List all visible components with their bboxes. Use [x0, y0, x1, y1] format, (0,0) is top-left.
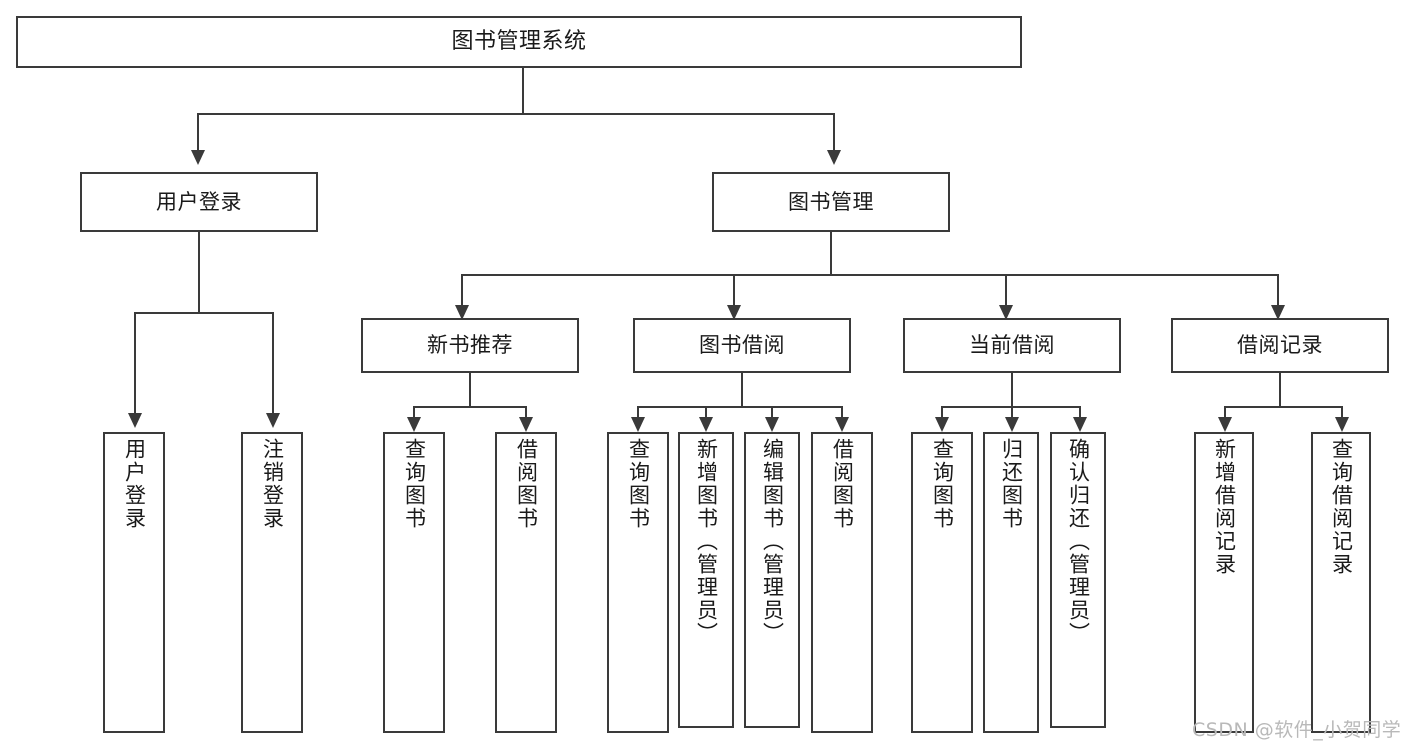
connector-book-manage-stem [830, 232, 832, 275]
node-label: 用户登录 [156, 189, 242, 214]
arrowhead-bb-leaf-1 [631, 417, 645, 432]
node-label: 图书借阅 [699, 333, 785, 358]
leaf-nbr-query-book[interactable]: 查询图书 [383, 432, 445, 733]
node-label: 当前借阅 [969, 333, 1055, 358]
connector-br-to-leaf-1 [1224, 406, 1226, 420]
arrowhead-user-login-leaf-1 [128, 413, 142, 428]
connector-user-login-to-leaf-1 [134, 312, 136, 416]
arrowhead-bb-leaf-3 [765, 417, 779, 432]
connector-bb-to-leaf-4 [841, 406, 843, 420]
node-label: 新书推荐 [427, 333, 513, 358]
node-book-borrow[interactable]: 图书借阅 [633, 318, 851, 373]
connector-root-bus [197, 113, 834, 115]
arrowhead-cb-leaf-1 [935, 417, 949, 432]
connector-br-bus [1224, 406, 1341, 408]
connector-cb-to-leaf-3 [1079, 406, 1081, 420]
arrowhead-to-user-login [191, 150, 205, 165]
node-label: 确认归还（管理员） [1066, 438, 1091, 645]
arrowhead-user-login-leaf-2 [266, 413, 280, 428]
connector-bb-to-leaf-3 [771, 406, 773, 420]
node-label: 查询图书 [930, 438, 955, 530]
node-label: 图书管理系统 [451, 29, 587, 55]
leaf-bb-edit-book-admin[interactable]: 编辑图书（管理员） [744, 432, 800, 728]
leaf-cb-query-book[interactable]: 查询图书 [911, 432, 973, 733]
node-label: 注销登录 [260, 438, 285, 530]
connector-bb-to-leaf-2 [705, 406, 707, 420]
arrowhead-cb-leaf-2 [1005, 417, 1019, 432]
connector-book-manage-bus [461, 274, 1279, 276]
connector-bb-to-leaf-1 [637, 406, 639, 420]
connector-bb-bus [637, 406, 843, 408]
node-borrow-record[interactable]: 借阅记录 [1171, 318, 1389, 373]
connector-to-borrow-record [1277, 274, 1279, 308]
connector-root-to-book-manage [833, 113, 835, 153]
node-label: 编辑图书（管理员） [760, 438, 785, 645]
node-new-book-recommend[interactable]: 新书推荐 [361, 318, 579, 373]
connector-root-stem [522, 68, 524, 114]
arrowhead-bb-leaf-2 [699, 417, 713, 432]
node-label: 查询图书 [626, 438, 651, 530]
connector-nbr-stem [469, 373, 471, 407]
leaf-bb-add-book-admin[interactable]: 新增图书（管理员） [678, 432, 734, 728]
node-label: 图书管理 [788, 189, 874, 214]
arrowhead-nbr-leaf-2 [519, 417, 533, 432]
node-label: 借阅记录 [1237, 333, 1323, 358]
arrowhead-nbr-leaf-1 [407, 417, 421, 432]
connector-root-to-user-login [197, 113, 199, 153]
connector-to-new-book-recommend [461, 274, 463, 308]
connector-nbr-to-leaf-2 [525, 406, 527, 420]
connector-bb-stem [741, 373, 743, 407]
node-root-system[interactable]: 图书管理系统 [16, 16, 1022, 68]
connector-br-stem [1279, 373, 1281, 407]
node-label: 新增借阅记录 [1212, 438, 1237, 576]
leaf-logout[interactable]: 注销登录 [241, 432, 303, 733]
node-user-login[interactable]: 用户登录 [80, 172, 318, 232]
connector-cb-to-leaf-2 [1011, 406, 1013, 420]
arrowhead-bb-leaf-4 [835, 417, 849, 432]
arrowhead-cb-leaf-3 [1073, 417, 1087, 432]
leaf-cb-confirm-return-admin[interactable]: 确认归还（管理员） [1050, 432, 1106, 728]
arrowhead-new-book-recommend [455, 305, 469, 320]
arrowhead-br-leaf-1 [1218, 417, 1232, 432]
connector-nbr-to-leaf-1 [413, 406, 415, 420]
arrowhead-br-leaf-2 [1335, 417, 1349, 432]
node-book-management[interactable]: 图书管理 [712, 172, 950, 232]
node-label: 借阅图书 [830, 438, 855, 530]
arrowhead-to-book-manage [827, 150, 841, 165]
leaf-bb-borrow-book[interactable]: 借阅图书 [811, 432, 873, 733]
leaf-bb-query-book[interactable]: 查询图书 [607, 432, 669, 733]
node-label: 新增图书（管理员） [694, 438, 719, 645]
leaf-user-login[interactable]: 用户登录 [103, 432, 165, 733]
node-label: 归还图书 [999, 438, 1024, 530]
node-label: 用户登录 [122, 438, 147, 530]
watermark-text: CSDN @软件_小贺同学 [1192, 719, 1402, 741]
connector-user-login-bus [134, 312, 274, 314]
connector-to-book-borrow [733, 274, 735, 308]
node-label: 查询图书 [402, 438, 427, 530]
node-label: 借阅图书 [514, 438, 539, 530]
leaf-cb-return-book[interactable]: 归还图书 [983, 432, 1039, 733]
connector-cb-to-leaf-1 [941, 406, 943, 420]
connector-br-to-leaf-2 [1341, 406, 1343, 420]
arrowhead-current-borrow [999, 305, 1013, 320]
connector-to-current-borrow [1005, 274, 1007, 308]
connector-cb-stem [1011, 373, 1013, 407]
leaf-br-add-record[interactable]: 新增借阅记录 [1194, 432, 1254, 733]
connector-user-login-to-leaf-2 [272, 312, 274, 416]
node-label: 查询借阅记录 [1329, 438, 1354, 576]
connector-nbr-bus [413, 406, 527, 408]
arrowhead-borrow-record [1271, 305, 1285, 320]
arrowhead-book-borrow [727, 305, 741, 320]
node-current-borrow[interactable]: 当前借阅 [903, 318, 1121, 373]
connector-user-login-stem [198, 232, 200, 313]
leaf-br-query-record[interactable]: 查询借阅记录 [1311, 432, 1371, 733]
leaf-nbr-borrow-book[interactable]: 借阅图书 [495, 432, 557, 733]
